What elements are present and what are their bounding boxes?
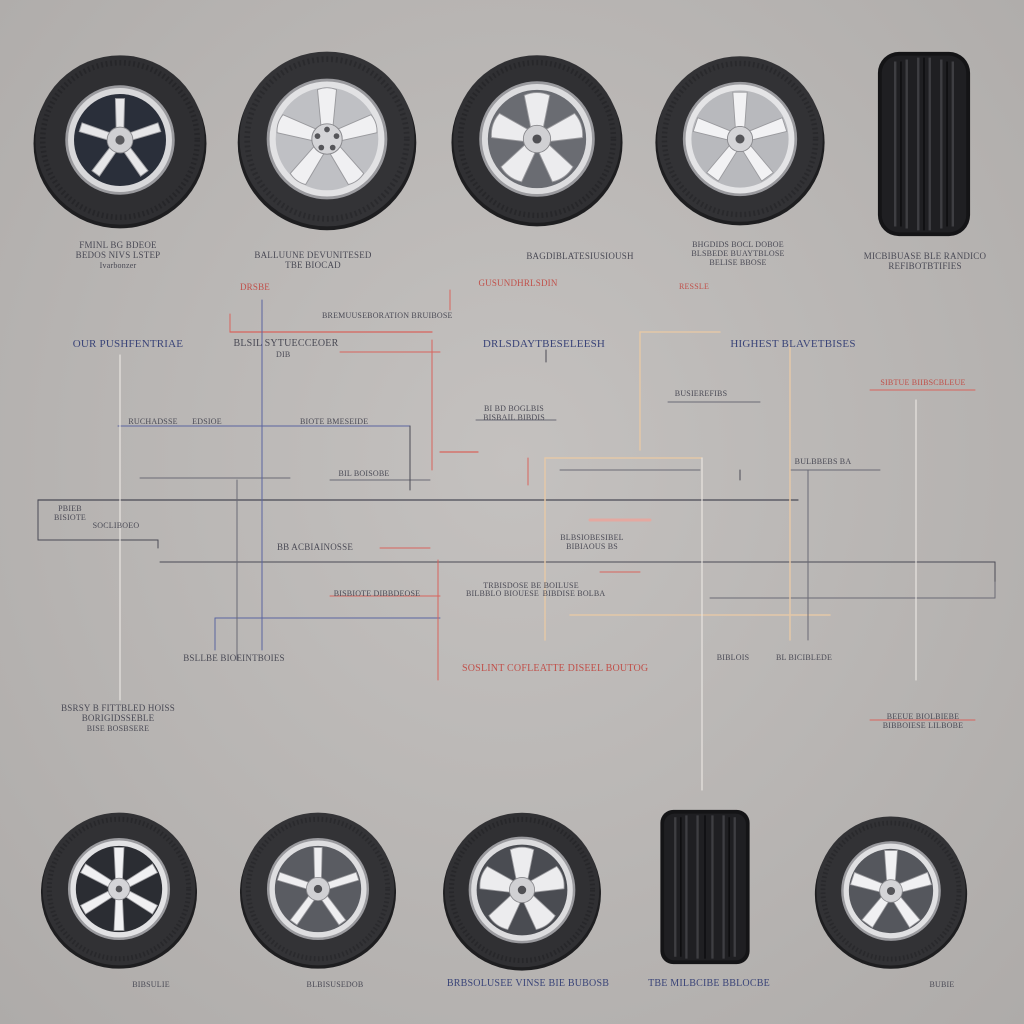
- mid-heading-1: BLSIL SYTUECCEOER DIB: [230, 338, 342, 359]
- tire-bottom-1: [36, 806, 202, 972]
- row-a-label-3: BIOTE BMESEIDE: [300, 417, 369, 426]
- wheel-icon: [237, 51, 417, 231]
- wheel-icon: [40, 812, 198, 969]
- tread-icon: [660, 809, 750, 965]
- low-right-label-2: BL BICIBLEDE: [776, 653, 833, 662]
- left-box-line: PBIEB: [58, 504, 82, 513]
- top-label-2: BALLUUNE DEVUNITESED TBE BIOCAD: [240, 250, 386, 271]
- tire-top-4: [650, 48, 830, 230]
- tire-bottom-3: [436, 806, 608, 974]
- wheel-icon: [239, 812, 397, 969]
- row-c-label-2: BULBBEBS BA: [794, 457, 852, 466]
- left-box-label-3: SOCLIBOEO: [92, 521, 140, 530]
- side-label-left: BSRSY B FITTBLED HOISS BORIGIDSSEBLE BIS…: [60, 703, 176, 733]
- bottom-label-2: BLBISUSEDOB: [306, 980, 364, 989]
- navy-heading-2: DRLSDAYTBESELEESH: [482, 338, 606, 350]
- navy-heading-3: HIGHEST BLAVETBISES: [730, 338, 856, 350]
- tire-top-3: [446, 48, 628, 230]
- low-label-1: BSLLBE BIOEINTBOIES: [183, 653, 285, 663]
- tire-tread-top: [876, 48, 972, 240]
- tire-bottom-5: [808, 810, 974, 972]
- row-b-label-1: BI BD BOGLBIS: [484, 404, 544, 413]
- tire-bottom-2: [232, 806, 404, 972]
- row-d-label-3: BIBIAOUS BS: [566, 542, 618, 551]
- side-label-line: BEEUE BIOLBIEBE: [886, 712, 960, 721]
- row-b-label-2: BISBAIL BIBDIS: [483, 413, 545, 422]
- row-a-label-1: RUCHADSSE: [128, 417, 178, 426]
- wheel-icon: [655, 56, 825, 226]
- wheel-icon: [443, 812, 601, 971]
- tire-top-2: [232, 44, 422, 234]
- bottom-label-3: BRBSOLUSEE VINSE BIE BUBOSB: [446, 978, 610, 989]
- top-label-line: TBE BIOCAD: [285, 260, 341, 271]
- top-label-line: MICBIBUASE BLE RANDICO: [863, 251, 987, 261]
- side-label-line: BISE BOSBSERE: [86, 723, 150, 733]
- red-heading-1: DRSBE: [239, 282, 270, 292]
- side-label-line: BSRSY B FITTBLED HOISS: [61, 703, 175, 713]
- strip-label-1: BREMUUSEBORATION BRUIBOSE: [322, 311, 453, 320]
- tread-icon: [877, 51, 971, 237]
- bottom-label-4: TBE MILBCIBE BBLOCBE: [648, 978, 770, 989]
- mid-heading-line: DIB: [276, 349, 291, 359]
- top-label-line: BHGDIDS BOCL DOBOE: [692, 240, 784, 249]
- row-d-label-1: BB ACBIAINOSSE: [276, 542, 354, 552]
- wheel-icon: [33, 55, 207, 229]
- top-label-3: BAGDIBLATESIUSIOUSH: [510, 251, 650, 261]
- tire-tread-bottom: [658, 808, 752, 966]
- row-d-label-2: BLBSIOBESIBEL: [560, 533, 624, 542]
- row-e-label-2: BILBBLO BIOUESE: [466, 589, 539, 598]
- side-label-right: BEEUE BIOLBIEBE BIBBOIESE LILBOBE: [868, 712, 978, 730]
- navy-heading-1: OUR PUSHFENTRIAE: [72, 338, 184, 350]
- left-box-label: PBIEB BISIOTE: [40, 504, 100, 522]
- wheel-icon: [814, 816, 968, 969]
- left-box-line: BISIOTE: [53, 513, 87, 523]
- bottom-label-5: BUBIE: [929, 980, 955, 989]
- top-label-line: BALLUUNE DEVUNITESED: [254, 250, 372, 260]
- top-label-line: BAGDIBLATESIUSIOUSH: [526, 251, 634, 261]
- wheel-icon: [451, 55, 623, 227]
- row-f-label-1: BISBIOTE DIBBDEOSE: [333, 589, 421, 598]
- bottom-label-1: BIBSULIE: [132, 980, 170, 989]
- top-label-line: Ivarbonzer: [99, 260, 137, 270]
- side-label-line: BIBBOIESE LILBOBE: [882, 721, 964, 731]
- side-label-line: BORIGIDSSEBLE: [81, 713, 155, 724]
- top-label-line: REFIBOTBTIFIES: [888, 261, 962, 272]
- tire-top-1: [28, 48, 212, 232]
- top-label-5: MICBIBUASE BLE RANDICO REFIBOTBTIFIES: [862, 251, 988, 272]
- red-heading-2: GUSUNDHRLSDIN: [478, 278, 558, 288]
- row-e-label-3: BIBDISE BOLBA: [542, 589, 606, 598]
- top-label-line: BLSBEDE BUAYTBLOSE: [691, 249, 785, 259]
- low-red-label: SOSLINT COFLEATTE DISEEL BOUTOG: [462, 663, 649, 674]
- row-c-label-1: BIL BOISOBE: [338, 469, 390, 478]
- red-heading-3: RESSLE: [678, 282, 710, 291]
- small-label-1: BUSIEREFIBS: [674, 389, 728, 398]
- low-right-label-1: BIBLOIS: [716, 653, 750, 662]
- top-label-line: BELISE BBOSE: [709, 258, 767, 268]
- top-label-line: BEDOS NIVS LSTEP: [75, 250, 161, 261]
- top-label-line: FMINL BG BDEOE: [79, 240, 157, 250]
- top-label-1: FMINL BG BDEOE BEDOS NIVS LSTEP Ivarbonz…: [60, 240, 176, 270]
- row-a-label-2: EDSIOE: [192, 417, 222, 426]
- red-label-right: SIBTUE BIIBSCBLEUE: [880, 378, 966, 387]
- top-label-4: BHGDIDS BOCL DOBOE BLSBEDE BUAYTBLOSE BE…: [680, 240, 796, 268]
- mid-heading-line: BLSIL SYTUECCEOER: [233, 338, 339, 349]
- row-e-label-1: TRBISDOSE BE BOILUSE: [483, 581, 579, 590]
